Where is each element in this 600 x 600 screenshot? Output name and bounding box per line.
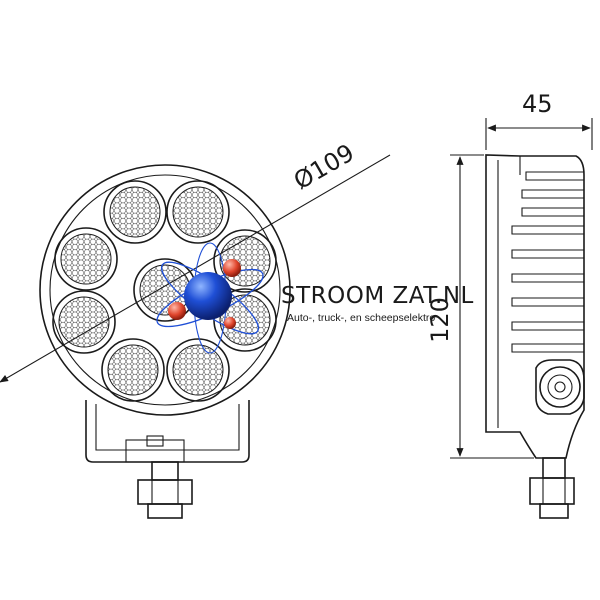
housing-outer [39, 164, 291, 416]
led-reflector [101, 338, 165, 402]
pivot-knob [535, 359, 585, 415]
height-label: 120 [426, 297, 454, 343]
depth-label: 45 [522, 90, 553, 118]
front-view: Ø109 [0, 139, 391, 519]
diameter-dimension-line [0, 154, 391, 383]
housing-inner [49, 174, 281, 406]
mounting-bolt-side [529, 457, 575, 519]
mounting-bracket [85, 400, 250, 463]
led-array [52, 180, 277, 402]
led-reflector [103, 180, 167, 244]
side-housing [485, 154, 585, 459]
side-view: 45 120 [426, 90, 593, 519]
bracket-block [125, 439, 185, 463]
diameter-label: Ø109 [289, 139, 359, 196]
watermark-tagline: Auto-, truck-, en scheepselektro [287, 312, 435, 324]
led-reflector [52, 290, 116, 354]
mounting-bolt-front [137, 461, 193, 519]
watermark-brand: STROOM ZAT.NL [281, 283, 474, 309]
cooling-fins [511, 171, 584, 353]
led-reflector [166, 338, 230, 402]
led-reflector [54, 227, 118, 291]
led-reflector [166, 180, 230, 244]
atom-logo-icon [156, 242, 264, 354]
